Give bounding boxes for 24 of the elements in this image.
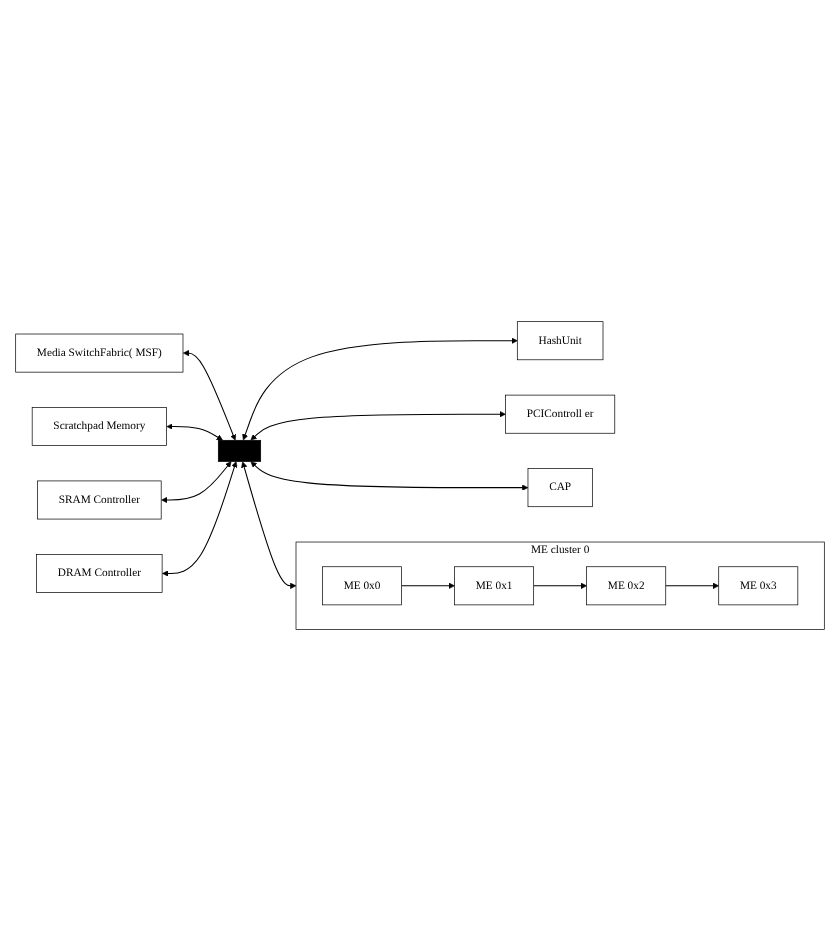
cluster	[295, 541, 825, 630]
node-box	[36, 553, 163, 593]
arrow	[242, 337, 518, 440]
arrow	[401, 582, 455, 589]
node-box	[586, 565, 667, 605]
arrow	[183, 349, 237, 440]
node-box	[37, 479, 162, 519]
arrow	[166, 422, 223, 440]
arrow	[250, 460, 529, 491]
arrow	[665, 582, 719, 589]
node-box	[516, 320, 604, 360]
arrow	[250, 410, 506, 440]
arrow	[241, 460, 297, 589]
arrow	[533, 582, 587, 589]
node-box	[527, 467, 593, 507]
node-box	[15, 333, 184, 372]
node-box	[505, 394, 616, 433]
node-box	[718, 565, 799, 605]
arrow	[162, 460, 238, 576]
node-box	[454, 565, 535, 605]
arrow	[161, 460, 232, 503]
node-box	[31, 406, 167, 446]
node-bar	[217, 439, 262, 462]
node-box	[322, 565, 402, 605]
